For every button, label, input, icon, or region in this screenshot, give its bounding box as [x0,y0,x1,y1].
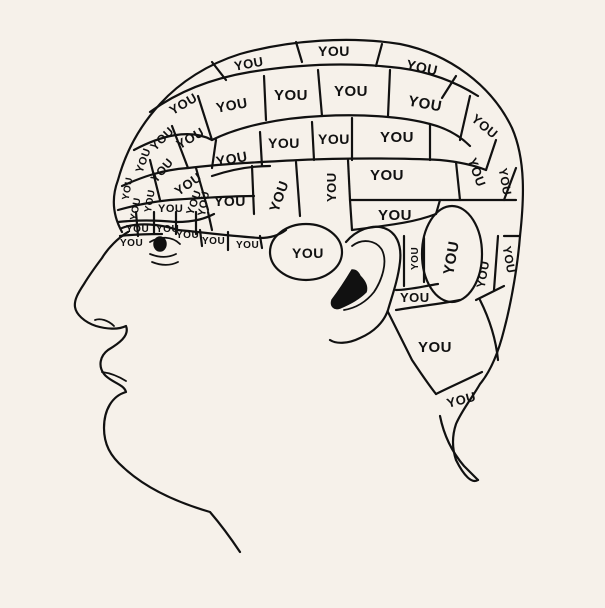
region-label: YOU [158,203,183,215]
region-label: YOU [233,54,265,74]
region-label: YOU [407,93,443,116]
region-label: YOU [334,83,368,100]
mouth-line [101,371,127,382]
eyebrow [120,223,180,232]
eye-upper-lid [149,236,181,245]
region-label: YOU [400,290,430,305]
region-label: YOU [445,389,478,411]
region-label: YOU [410,247,421,270]
region-label: YOU [292,245,324,261]
eye-pupil [153,236,167,252]
region-label: YOU [156,224,179,235]
temple-oval [268,222,344,282]
region-label: YOU [474,260,493,290]
region-label: YOU [324,172,339,202]
region-label: YOU [405,56,439,78]
region-label: YOU [378,207,412,224]
region-label: YOU [465,156,489,189]
region-label: YOU [236,240,259,251]
region-label: YOU [143,189,158,214]
region-label: YOU [196,190,212,217]
region-label: YOU [174,124,207,152]
face-profile-outline [73,230,242,554]
region-label: YOU [121,176,136,201]
region-label: YOU [120,238,143,249]
region-label: YOU [215,94,249,115]
region-label: YOU [469,111,501,142]
ear-canal [330,269,368,310]
eye-lower-lid [149,253,177,258]
nostril [94,318,115,327]
region-label: YOU [370,167,404,184]
region-label: YOU [496,167,515,197]
eye-lash-line [151,261,179,266]
region-label: YOU [129,197,144,222]
region-dividers [116,40,522,396]
region-label: YOU [167,90,200,118]
region-label: YOU [500,245,519,275]
region-label: YOU [318,131,350,147]
region-label: YOU [318,43,350,59]
ear-inner [343,240,386,311]
region-label: YOU [418,339,452,356]
region-label: YOU [126,224,149,235]
region-label: YOU [268,135,300,151]
region-label: YOU [274,87,308,104]
region-label: YOU [440,240,463,276]
region-label: YOU [266,178,292,213]
region-label: YOU [380,129,414,146]
region-label: YOU [215,148,249,169]
neck-back [438,414,480,482]
region-label: YOU [176,230,199,241]
region-label: YOU [202,236,225,247]
region-label: YOU [214,193,246,209]
rear-oval [420,204,484,304]
